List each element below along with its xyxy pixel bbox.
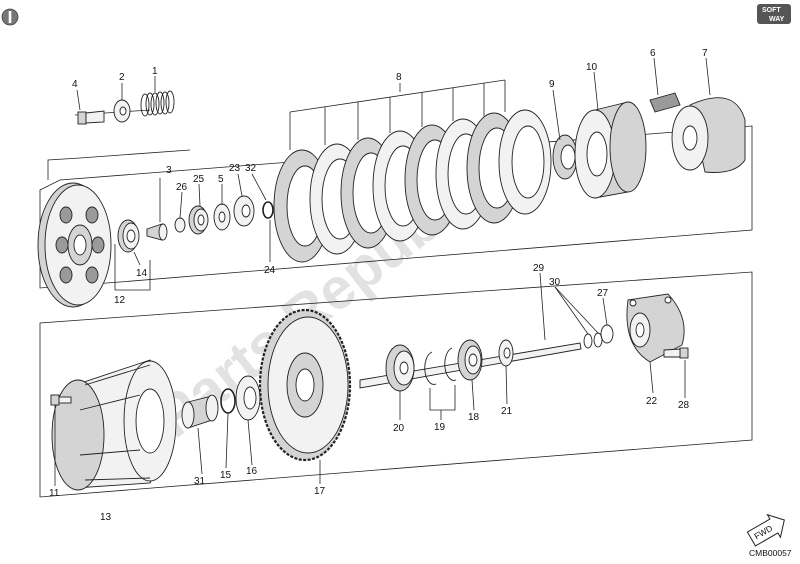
part-primary-gear bbox=[258, 308, 352, 462]
callout-2: 2 bbox=[119, 72, 125, 83]
part-needle-bearing bbox=[457, 339, 483, 381]
leader-lines bbox=[54, 57, 711, 486]
logo-line-2: WAY bbox=[769, 16, 785, 23]
callout-32: 32 bbox=[245, 163, 257, 174]
callout-4: 4 bbox=[72, 79, 78, 90]
part-circlips bbox=[424, 347, 457, 385]
callout-23: 23 bbox=[229, 163, 241, 174]
part-shaft-bearing bbox=[385, 344, 415, 392]
callout-3: 3 bbox=[166, 165, 172, 176]
callout-19: 19 bbox=[434, 422, 446, 433]
callout-bracket-8 bbox=[289, 79, 506, 150]
part-bearing bbox=[117, 219, 140, 253]
callout-28: 28 bbox=[678, 400, 690, 411]
part-spacer bbox=[235, 375, 261, 421]
part-washer bbox=[233, 195, 274, 227]
callout-16: 16 bbox=[246, 466, 258, 477]
softway-logo: SOFT WAY bbox=[757, 4, 791, 24]
part-pressure-plate bbox=[37, 182, 112, 308]
callout-1: 1 bbox=[152, 66, 158, 77]
callout-6: 6 bbox=[650, 48, 656, 59]
part-bushing bbox=[181, 394, 219, 429]
callout-9: 9 bbox=[549, 79, 555, 90]
callout-labels: 1 2 3 4 5 6 7 8 9 10 11 12 13 14 15 16 1… bbox=[49, 48, 708, 523]
callout-26: 26 bbox=[176, 182, 188, 193]
callout-5: 5 bbox=[218, 174, 224, 185]
part-seal-rings bbox=[583, 324, 614, 349]
callout-14: 14 bbox=[136, 268, 148, 279]
part-screw bbox=[77, 110, 105, 125]
callout-27: 27 bbox=[597, 288, 609, 299]
part-spring bbox=[140, 90, 175, 117]
part-clutch-plates bbox=[273, 109, 552, 263]
part-clutch-basket bbox=[51, 359, 177, 491]
part-clutch-drum bbox=[574, 101, 647, 199]
callout-31: 31 bbox=[194, 476, 206, 487]
callout-25: 25 bbox=[193, 174, 205, 185]
callout-11: 11 bbox=[49, 488, 60, 499]
part-bolt bbox=[649, 92, 681, 113]
part-hub bbox=[552, 134, 578, 180]
callout-24: 24 bbox=[264, 265, 276, 276]
part-thrust-spacer bbox=[498, 339, 514, 367]
callout-18: 18 bbox=[468, 412, 480, 423]
info-circle-icon bbox=[1, 8, 19, 26]
callout-20: 20 bbox=[393, 423, 405, 434]
callout-21: 21 bbox=[501, 406, 513, 417]
part-cylinder-screw bbox=[663, 347, 689, 359]
part-cover bbox=[671, 97, 746, 173]
callout-8: 8 bbox=[396, 72, 402, 83]
callout-7: 7 bbox=[702, 48, 708, 59]
callout-12: 12 bbox=[114, 295, 126, 306]
callout-15: 15 bbox=[220, 470, 232, 481]
callout-29: 29 bbox=[533, 263, 545, 274]
callout-22: 22 bbox=[646, 396, 658, 407]
part-nut bbox=[188, 203, 231, 235]
callout-13: 13 bbox=[100, 512, 112, 523]
diagram-code: CMB00057 bbox=[749, 548, 792, 558]
part-cup-washer bbox=[113, 99, 131, 123]
logo-line-1: SOFT bbox=[762, 7, 781, 14]
callout-10: 10 bbox=[586, 62, 598, 73]
part-slave-cylinder bbox=[626, 293, 685, 363]
fwd-arrow-icon: FWD bbox=[746, 513, 785, 547]
callout-30: 30 bbox=[549, 277, 561, 288]
callout-17: 17 bbox=[314, 486, 326, 497]
part-pushrod-tip bbox=[146, 217, 186, 241]
